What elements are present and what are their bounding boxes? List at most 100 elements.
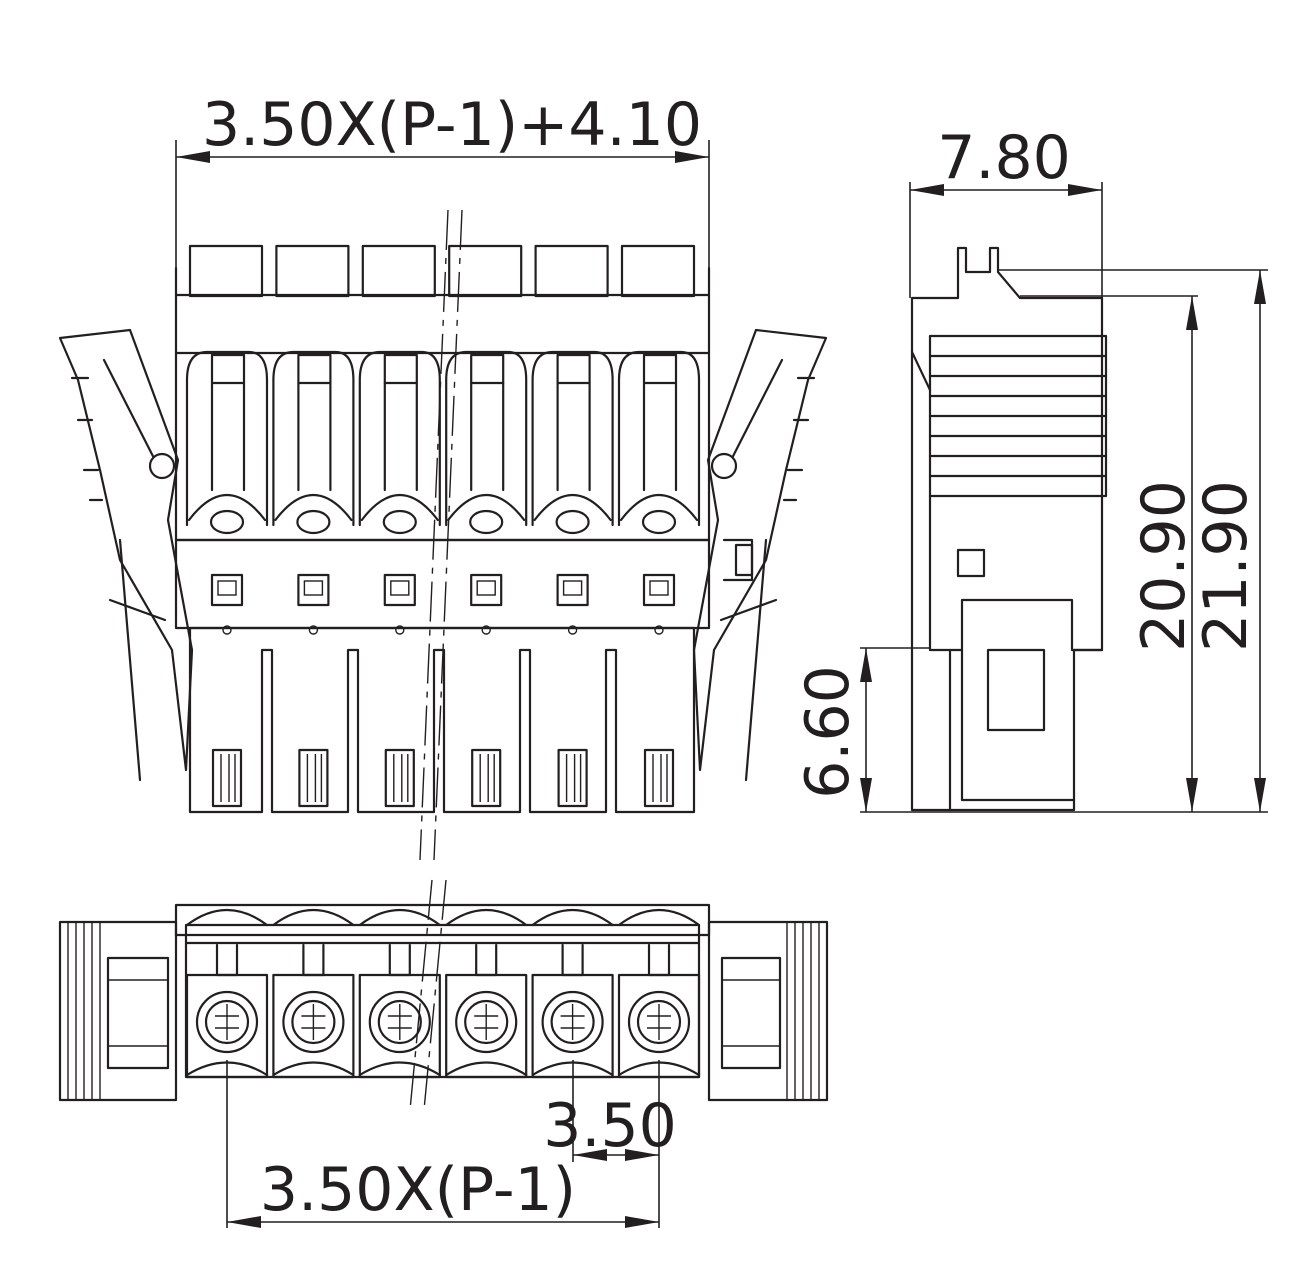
bottom-screw-slot (215, 1004, 239, 1040)
front-window-inner (390, 580, 410, 596)
left-flange-window (106, 956, 170, 1070)
front-arch-bowl (619, 494, 699, 522)
bottom-screw-slot (647, 1004, 671, 1040)
front-slot-ribs (479, 754, 495, 802)
front-window-inner (476, 580, 496, 596)
front-window-dot (308, 625, 319, 635)
front-arch-top (210, 353, 246, 385)
front-contact-slot (384, 748, 415, 808)
front-arch-top (297, 353, 332, 385)
flange-window-lines (108, 979, 780, 1047)
front-contact-slot (211, 748, 243, 808)
right-flange-window (720, 956, 782, 1070)
front-overall-width-label: 3.50X(P-1)+4.10 (202, 90, 702, 160)
front-top-tab (361, 244, 436, 298)
front-arch-rails (642, 381, 678, 492)
front-arch-hole (641, 509, 677, 535)
bottom-cell-arc (272, 1061, 355, 1077)
front-top-tab (534, 244, 609, 298)
bottom-cell-arc (445, 1061, 528, 1077)
front-arch-rails (383, 381, 418, 492)
front-arch (358, 350, 441, 527)
bottom-screw-outer (455, 990, 518, 1054)
bottom-cell-clip (647, 943, 671, 977)
front-top-tab (188, 244, 264, 298)
left-latch-ear (58, 328, 194, 772)
bottom-top-lip (174, 903, 711, 937)
bottom-screw-outer (368, 990, 431, 1054)
bottom-cell-clip (302, 943, 325, 977)
flange-lines (67, 922, 820, 1100)
right-latch-ear (692, 328, 828, 772)
front-arch-top (470, 353, 505, 385)
front-arch-hole (469, 509, 504, 535)
front-slot-ribs (393, 754, 409, 802)
bottom-top-arc (358, 908, 441, 927)
bottom-cell-clip (215, 943, 239, 977)
bottom-body (184, 923, 701, 1079)
bottom-cell-clip (388, 943, 411, 977)
front-slot-ribs (306, 754, 323, 802)
dimension-lines (175, 140, 1268, 1228)
side-window (986, 648, 1046, 732)
bottom-right-flange (707, 920, 829, 1102)
front-arch (272, 350, 355, 527)
bottom-screw-inner (377, 999, 422, 1045)
front-arch-bowl (274, 494, 353, 522)
bottom-screw-inner (464, 999, 509, 1045)
bottom-cell (445, 973, 528, 1079)
bottom-screw-slot (560, 1004, 585, 1040)
front-slot-ribs (652, 754, 668, 802)
front-window (556, 573, 589, 607)
bottom-screw-inner (204, 999, 250, 1045)
front-release-arches (185, 350, 701, 535)
side-height-inner-label: 20.90 (1129, 480, 1199, 652)
side-view (910, 246, 1108, 812)
front-top-tabs (188, 244, 696, 298)
front-arch (617, 350, 701, 527)
bottom-top-arc (272, 908, 355, 927)
front-contact-slot (471, 748, 502, 808)
front-arch (531, 350, 614, 527)
front-arch-bowl (360, 494, 439, 522)
front-window (383, 573, 416, 607)
front-window (642, 573, 676, 607)
front-arch-rails (556, 381, 591, 492)
front-arch-hole (382, 509, 417, 535)
front-arch-bowl (533, 494, 612, 522)
bottom-cell-clip (475, 943, 498, 977)
front-top-tab (620, 244, 696, 298)
bottom-screw-cells (185, 908, 701, 1079)
front-window-dot (222, 625, 232, 635)
front-windows (210, 573, 676, 635)
side-width-label: 7.80 (937, 123, 1071, 193)
bottom-cell (272, 973, 355, 1079)
front-window-dot (395, 625, 405, 635)
bottom-cell-clip (561, 943, 584, 977)
front-window-inner (649, 580, 669, 596)
bottom-cell (358, 973, 441, 1079)
bottom-screw-outer (195, 990, 259, 1054)
front-window-inner (303, 580, 324, 596)
side-ribs (928, 354, 1108, 478)
front-view (58, 209, 828, 861)
bottom-screw-outer (282, 990, 345, 1054)
bottom-screw-inner (636, 999, 682, 1045)
bottom-screw-inner (291, 999, 336, 1045)
front-arch-hole (555, 509, 590, 535)
side-lower-height-label: 6.60 (793, 665, 863, 799)
front-arch-top (556, 353, 591, 385)
bottom-top-arc (531, 908, 614, 927)
side-height-overall-label: 21.90 (1191, 480, 1261, 652)
bottom-screw-slot (474, 1004, 499, 1040)
front-arch-top (383, 353, 418, 385)
front-window (210, 573, 244, 607)
front-arch-rails (297, 381, 332, 492)
front-arch-rails (470, 381, 505, 492)
bottom-break-lines (409, 879, 447, 1111)
front-break-lines (419, 209, 463, 861)
front-arch-top (642, 353, 678, 385)
bottom-top-arc (185, 908, 269, 927)
front-contact-slot (557, 748, 588, 808)
